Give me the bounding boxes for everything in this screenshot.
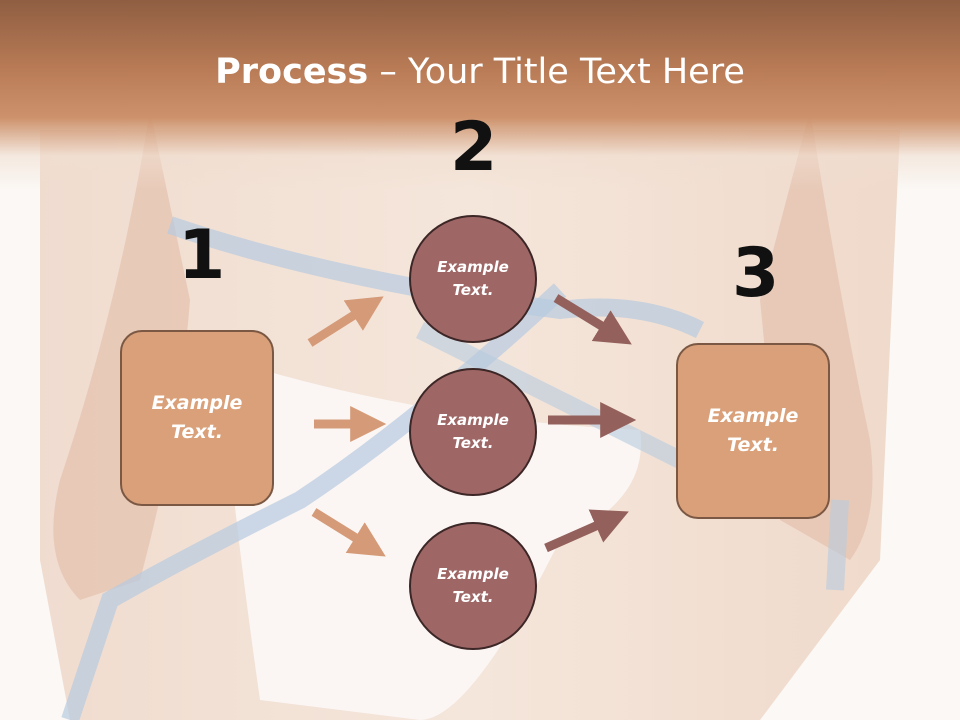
- title-rest: – Your Title Text Here: [368, 52, 745, 92]
- arrow-right-top: [553, 294, 632, 345]
- left-box: Example Text.: [120, 330, 274, 506]
- circle-bottom: Example Text.: [409, 522, 537, 650]
- right-box: Example Text.: [676, 343, 830, 519]
- step-number-1: 1: [178, 216, 226, 295]
- arrow-left-bottom: [311, 508, 386, 557]
- slide-title: Process – Your Title Text Here: [0, 52, 960, 92]
- step-number-3: 3: [732, 234, 780, 313]
- arrow-left-top: [307, 296, 384, 347]
- step-number-2: 2: [450, 108, 498, 187]
- header-band: [0, 0, 960, 190]
- title-bold: Process: [215, 52, 369, 92]
- circle-top: Example Text.: [409, 215, 537, 343]
- circle-middle: Example Text.: [409, 368, 537, 496]
- arrow-right-bottom: [544, 509, 629, 553]
